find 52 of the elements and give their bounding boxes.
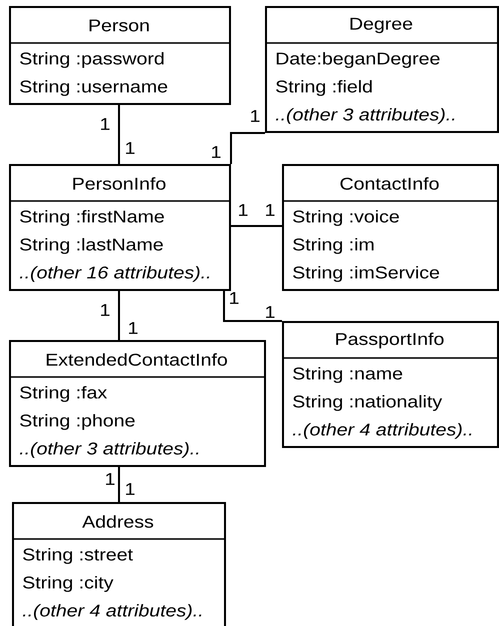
multiplicity-label: 1 [230,292,238,304]
class-name: PassportInfo [336,332,444,348]
multiplicity-label: 1 [266,306,274,318]
multiplicity-label: 1 [126,142,134,154]
attribute: ..(other 3 attributes).. [276,108,454,124]
association-line [223,291,282,322]
multiplicity-label: 1 [106,473,114,485]
attribute: String :street [23,548,133,564]
attribute: String :field [276,80,372,96]
association-line [118,291,120,340]
attribute: String :password [20,52,164,68]
multiplicity-label: 1 [126,483,134,495]
attribute: ..(other 3 attributes).. [20,442,198,458]
attribute: String :fax [20,386,107,402]
attribute: String :city [23,576,114,592]
attribute: String :voice [293,210,399,226]
class-box [12,502,226,626]
association-line [231,225,282,227]
multiplicity-label: 1 [129,322,138,334]
class-name: Address [82,515,154,528]
association-line [118,467,120,502]
attribute: String :firstName [20,210,164,226]
attribute: ..(other 4 attributes).. [22,604,202,620]
multiplicity-label: 1 [239,204,248,216]
attribute: String :imService [293,266,440,282]
class-name: ContactInfo [340,177,439,190]
attribute: Date:beganDegree [276,52,440,68]
multiplicity-label: 1 [212,146,220,158]
multiplicity-label: 1 [101,304,110,316]
attribute: String :nationality [293,395,442,411]
class-box [9,164,231,291]
association-line [118,105,120,164]
class-box [9,6,231,105]
attribute: String :username [20,80,168,96]
multiplicity-label: 1 [101,118,110,130]
multiplicity-label: 1 [266,204,274,216]
class-box [265,6,499,133]
class-name: Degree [350,18,412,34]
attribute: String :im [293,238,374,254]
attribute: String :lastName [20,238,163,254]
association-line [230,132,265,164]
attribute: ..(other 4 attributes).. [292,423,472,439]
class-name: PersonInfo [73,177,166,190]
class-name: Person [90,20,149,32]
class-box [282,321,499,448]
attribute: ..(other 16 attributes).. [20,266,210,282]
multiplicity-label: 1 [251,110,260,122]
class-box [282,164,499,291]
attribute: String :name [293,367,402,383]
class-name: ExtendedContactInfo [46,353,227,366]
attribute: String :phone [20,414,135,430]
class-box [9,340,266,467]
